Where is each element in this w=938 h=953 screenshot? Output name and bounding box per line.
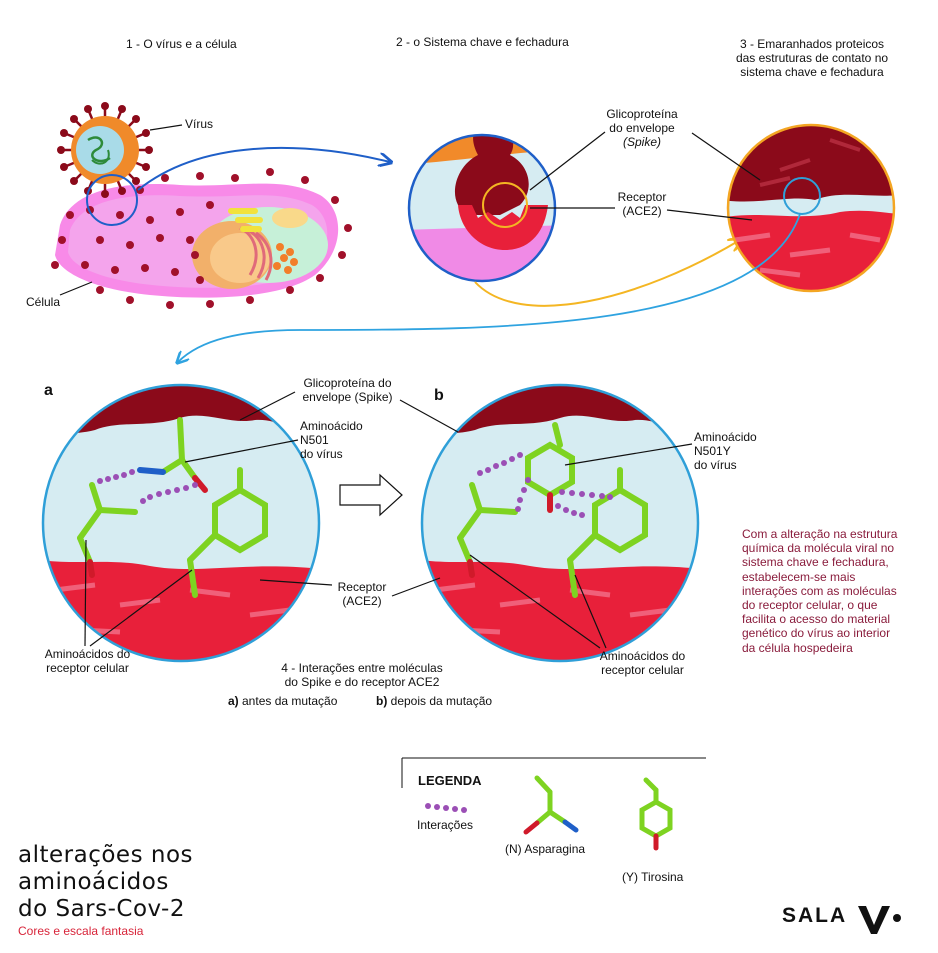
after-key: b): [376, 694, 388, 708]
main-title: alterações nos aminoácidos do Sars-Cov-2: [18, 842, 193, 923]
step3-line1: 3 - Emaranhados proteicos: [739, 37, 885, 51]
virus-icon: [57, 102, 153, 226]
step3-line2: das estruturas de contato no: [735, 51, 889, 65]
after-text: depois da mutação: [387, 694, 493, 708]
legend-asparagine-molecule: [523, 775, 579, 835]
step4-caption-line2: do Spike e do receptor ACE2: [284, 675, 440, 689]
cell-amino-a-line1: Aminoácidos do: [44, 647, 131, 661]
before-text: antes da mutação: [238, 694, 338, 708]
step1-title: 1 - O vírus e a célula: [126, 37, 237, 51]
cell-icon: [51, 168, 352, 309]
subtitle: Cores e escala fantasia: [18, 924, 144, 938]
after-mutation: b) depois da mutação: [376, 694, 492, 708]
legend-asparagine: (N) Asparagina: [505, 842, 586, 856]
amino-n501-label: Aminoácido N501 do vírus: [300, 419, 363, 461]
amino-n501y-line2: N501Y: [694, 444, 731, 458]
receptor-ace2-label: Receptor (ACE2): [322, 580, 402, 608]
cell-amino-label-b: Aminoácidos do receptor celular: [585, 649, 700, 677]
panel-letter-b: b: [434, 387, 444, 404]
key-lock-circle: [409, 135, 555, 281]
legend-interaction-dots: [425, 803, 467, 813]
panel-letter-a: a: [44, 382, 53, 399]
cell-amino-a-line2: receptor celular: [46, 661, 129, 675]
logo-text: SALA VSALA: [782, 904, 848, 927]
spike-line1: Glicoproteína do: [303, 376, 392, 390]
logo-v-icon: [858, 906, 901, 934]
main-title-line3: do Sars-Cov-2: [18, 896, 185, 922]
amino-n501y-line3: do vírus: [694, 458, 737, 472]
amino-n501y-label: Aminoácido N501Y do vírus: [694, 430, 757, 472]
amino-n501y-line1: Aminoácido: [694, 430, 757, 444]
amino-n501-line3: do vírus: [300, 447, 343, 461]
cell-amino-label-a: Aminoácidos do receptor celular: [30, 647, 145, 675]
receptor-ace2-line1: Receptor: [337, 580, 387, 594]
step3-title: 3 - Emaranhados proteicos das estruturas…: [712, 37, 912, 79]
spike-label: Glicoproteína do envelope (Spike): [290, 376, 405, 404]
legend-title: LEGENDA: [418, 773, 482, 788]
cell-amino-b-line1: Aminoácidos do: [599, 649, 686, 663]
interaction-circle-a: [43, 385, 319, 661]
legend-interactions: Interações: [417, 818, 474, 832]
before-mutation: a) antes da mutação: [228, 694, 337, 708]
logo-full: SALA V: [782, 904, 783, 905]
receptor-line2: (ACE2): [622, 204, 662, 218]
legend: [401, 757, 706, 851]
amino-n501-line2: N501: [300, 433, 329, 447]
glycoprotein-line3: (Spike): [622, 135, 661, 149]
cell-label: Célula: [26, 295, 61, 309]
glycoprotein-label: Glicoproteína do envelope (Spike): [592, 107, 692, 149]
arrow-right-icon: [137, 146, 390, 191]
amino-n501-line1: Aminoácido: [300, 419, 363, 433]
receptor-line1: Receptor: [617, 190, 667, 204]
step2-title: 2 - o Sistema chave e fechadura: [396, 35, 569, 49]
before-key: a): [228, 694, 239, 708]
spike-line2: envelope (Spike): [302, 390, 393, 404]
receptor-label: Receptor (ACE2): [602, 190, 682, 218]
legend-tyrosine: (Y) Tirosina: [622, 870, 684, 884]
step3-line3: sistema chave e fechadura: [740, 65, 884, 79]
explanation-note: Com a alteração na estrutura química da …: [742, 527, 898, 655]
receptor-ace2-line2: (ACE2): [342, 594, 382, 608]
step4-caption: 4 - Interações entre moléculas do Spike …: [262, 661, 462, 689]
cell-amino-b-line2: receptor celular: [601, 663, 684, 677]
glycoprotein-line2: do envelope: [609, 121, 675, 135]
main-title-line1: alterações nos: [18, 842, 193, 868]
glycoprotein-line1: Glicoproteína: [606, 107, 678, 121]
main-title-line2: aminoácidos: [18, 869, 169, 895]
legend-tyrosine-molecule: [639, 777, 673, 851]
step4-caption-line1: 4 - Interações entre moléculas: [281, 661, 443, 675]
virus-label: Vírus: [185, 117, 214, 131]
